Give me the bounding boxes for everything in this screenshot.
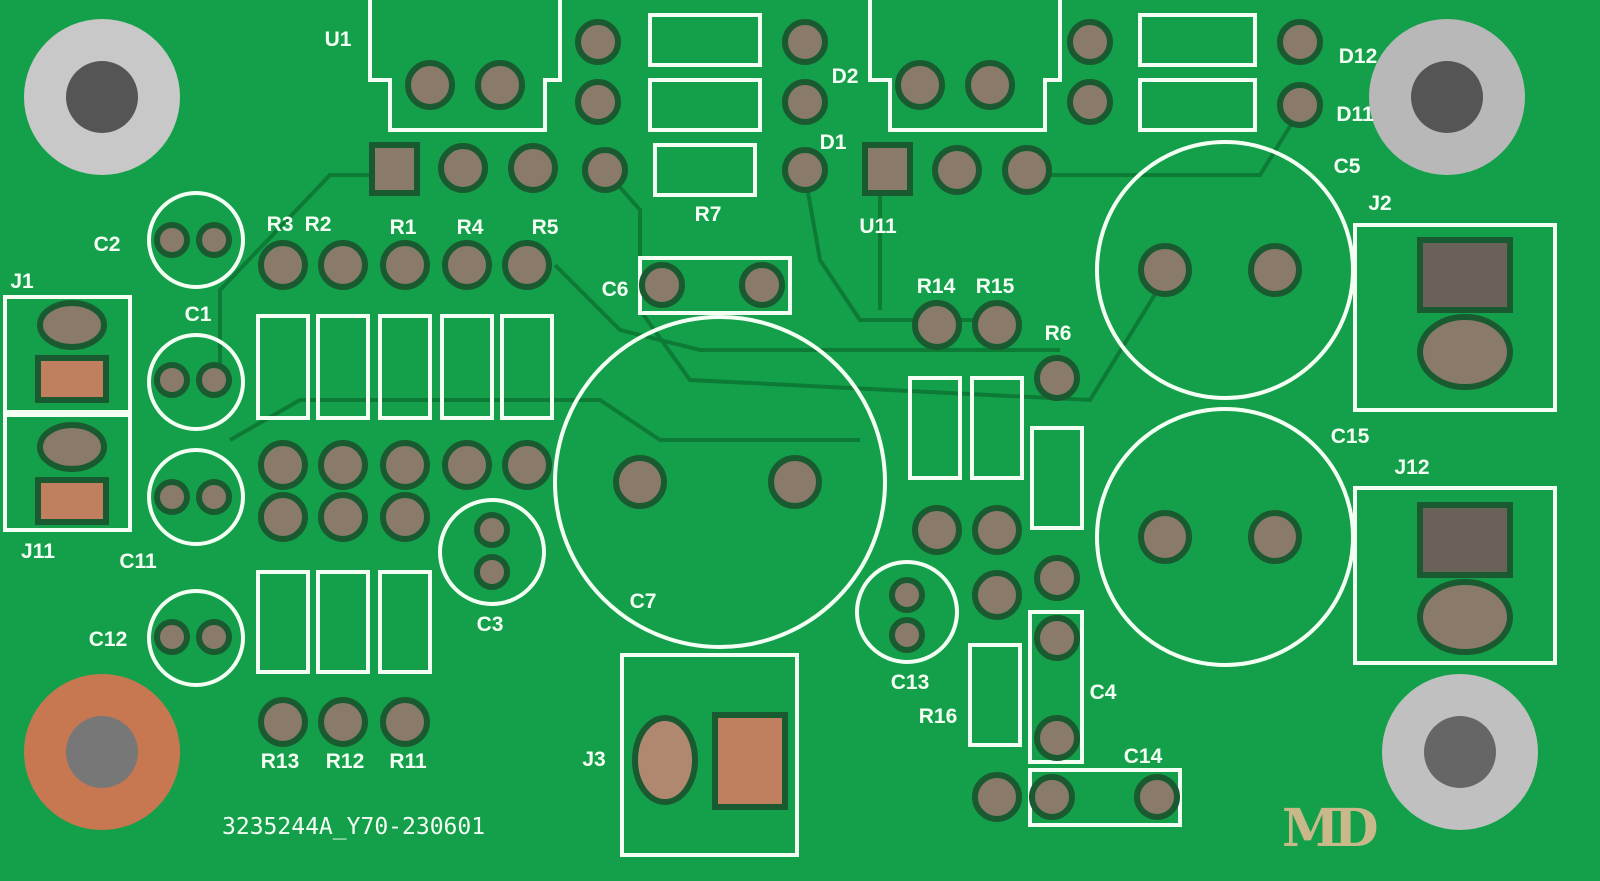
label-C4: C4 [1089, 681, 1117, 704]
label-C15: C15 [1330, 425, 1370, 448]
label-D12: D12 [1338, 45, 1378, 68]
label-C5: C5 [1333, 155, 1361, 178]
label-C14: C14 [1123, 745, 1163, 768]
label-D11: D11 [1336, 103, 1374, 126]
label-R11: R11 [389, 750, 427, 773]
label-R2: R2 [304, 213, 332, 236]
label-C1: C1 [184, 303, 212, 326]
label-U1: U1 [324, 28, 352, 51]
board-code: 3235244A_Y70-230601 [222, 814, 486, 840]
label-R12: R12 [325, 750, 365, 773]
label-D1: D1 [819, 131, 847, 154]
label-C7: C7 [629, 590, 657, 613]
label-U11: U11 [859, 215, 897, 238]
label-R4: R4 [456, 216, 484, 239]
label-R16: R16 [918, 705, 958, 728]
label-C13: C13 [890, 671, 930, 694]
resistor-bodies [256, 314, 1084, 747]
label-R5: R5 [531, 216, 559, 239]
label-R6: R6 [1044, 322, 1072, 345]
pads [35, 19, 1513, 822]
label-J3: J3 [582, 748, 606, 771]
label-R7: R7 [694, 203, 722, 226]
label-J11: J11 [21, 540, 55, 563]
label-J12: J12 [1394, 456, 1430, 479]
label-C12: C12 [88, 628, 128, 651]
label-C11: C11 [119, 550, 157, 573]
label-J1: J1 [10, 270, 34, 293]
label-R13: R13 [260, 750, 300, 773]
silkscreen [3, 0, 1557, 857]
md-logo: MD [1282, 798, 1379, 859]
label-R1: R1 [389, 216, 417, 239]
label-C3: C3 [476, 613, 504, 636]
mounting-holes [24, 19, 1538, 830]
label-D2: D2 [831, 65, 859, 88]
label-C2: C2 [93, 233, 121, 256]
label-R15: R15 [975, 275, 1015, 298]
label-J2: J2 [1368, 192, 1392, 215]
label-R14: R14 [916, 275, 956, 298]
label-C6: C6 [601, 278, 629, 301]
label-R3: R3 [266, 213, 294, 236]
